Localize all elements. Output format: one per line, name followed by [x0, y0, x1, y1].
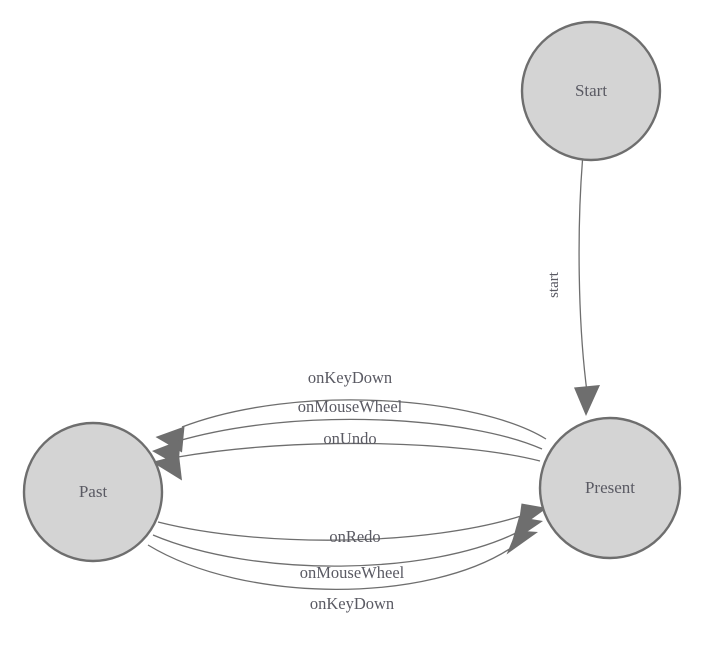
edge-mousewheel-undo-label: onMouseWheel — [298, 397, 403, 416]
edge-start-label: start — [546, 271, 562, 298]
edge-mousewheel-redo-path — [152, 531, 519, 567]
edge-mousewheel-undo-path — [177, 418, 543, 450]
node-present[interactable]: Present — [538, 416, 682, 560]
edge-keydown-undo-path — [181, 399, 547, 440]
node-start[interactable]: Start — [520, 20, 662, 162]
edge-undo[interactable]: onUndo — [152, 429, 541, 481]
node-start-circle — [520, 20, 662, 162]
node-start-label: Start — [575, 81, 607, 100]
edge-mousewheel-redo[interactable]: onMouseWheel — [152, 517, 543, 582]
edge-redo-label: onRedo — [329, 527, 380, 546]
edge-keydown-redo-label: onKeyDown — [310, 594, 394, 613]
edge-redo-path — [157, 515, 522, 541]
edge-redo[interactable]: onRedo — [157, 503, 547, 547]
node-past-circle — [22, 421, 164, 563]
edge-keydown-redo-arrowhead — [506, 530, 538, 555]
edge-keydown-redo[interactable]: onKeyDown — [147, 530, 538, 614]
node-past[interactable]: Past — [22, 421, 164, 563]
node-past-label: Past — [79, 482, 108, 501]
edge-undo-arrowhead — [152, 455, 182, 481]
edge-mousewheel-redo-label: onMouseWheel — [300, 563, 405, 582]
edge-start[interactable]: start — [546, 159, 600, 416]
node-present-circle — [538, 416, 682, 560]
edge-undo-path — [177, 442, 541, 462]
node-present-label: Present — [585, 478, 635, 497]
edge-start-arrowhead — [574, 385, 600, 416]
edge-keydown-redo-path — [147, 544, 515, 590]
edge-undo-label: onUndo — [323, 429, 376, 448]
edge-start-path — [578, 159, 588, 389]
edge-keydown-undo-label: onKeyDown — [308, 368, 392, 387]
